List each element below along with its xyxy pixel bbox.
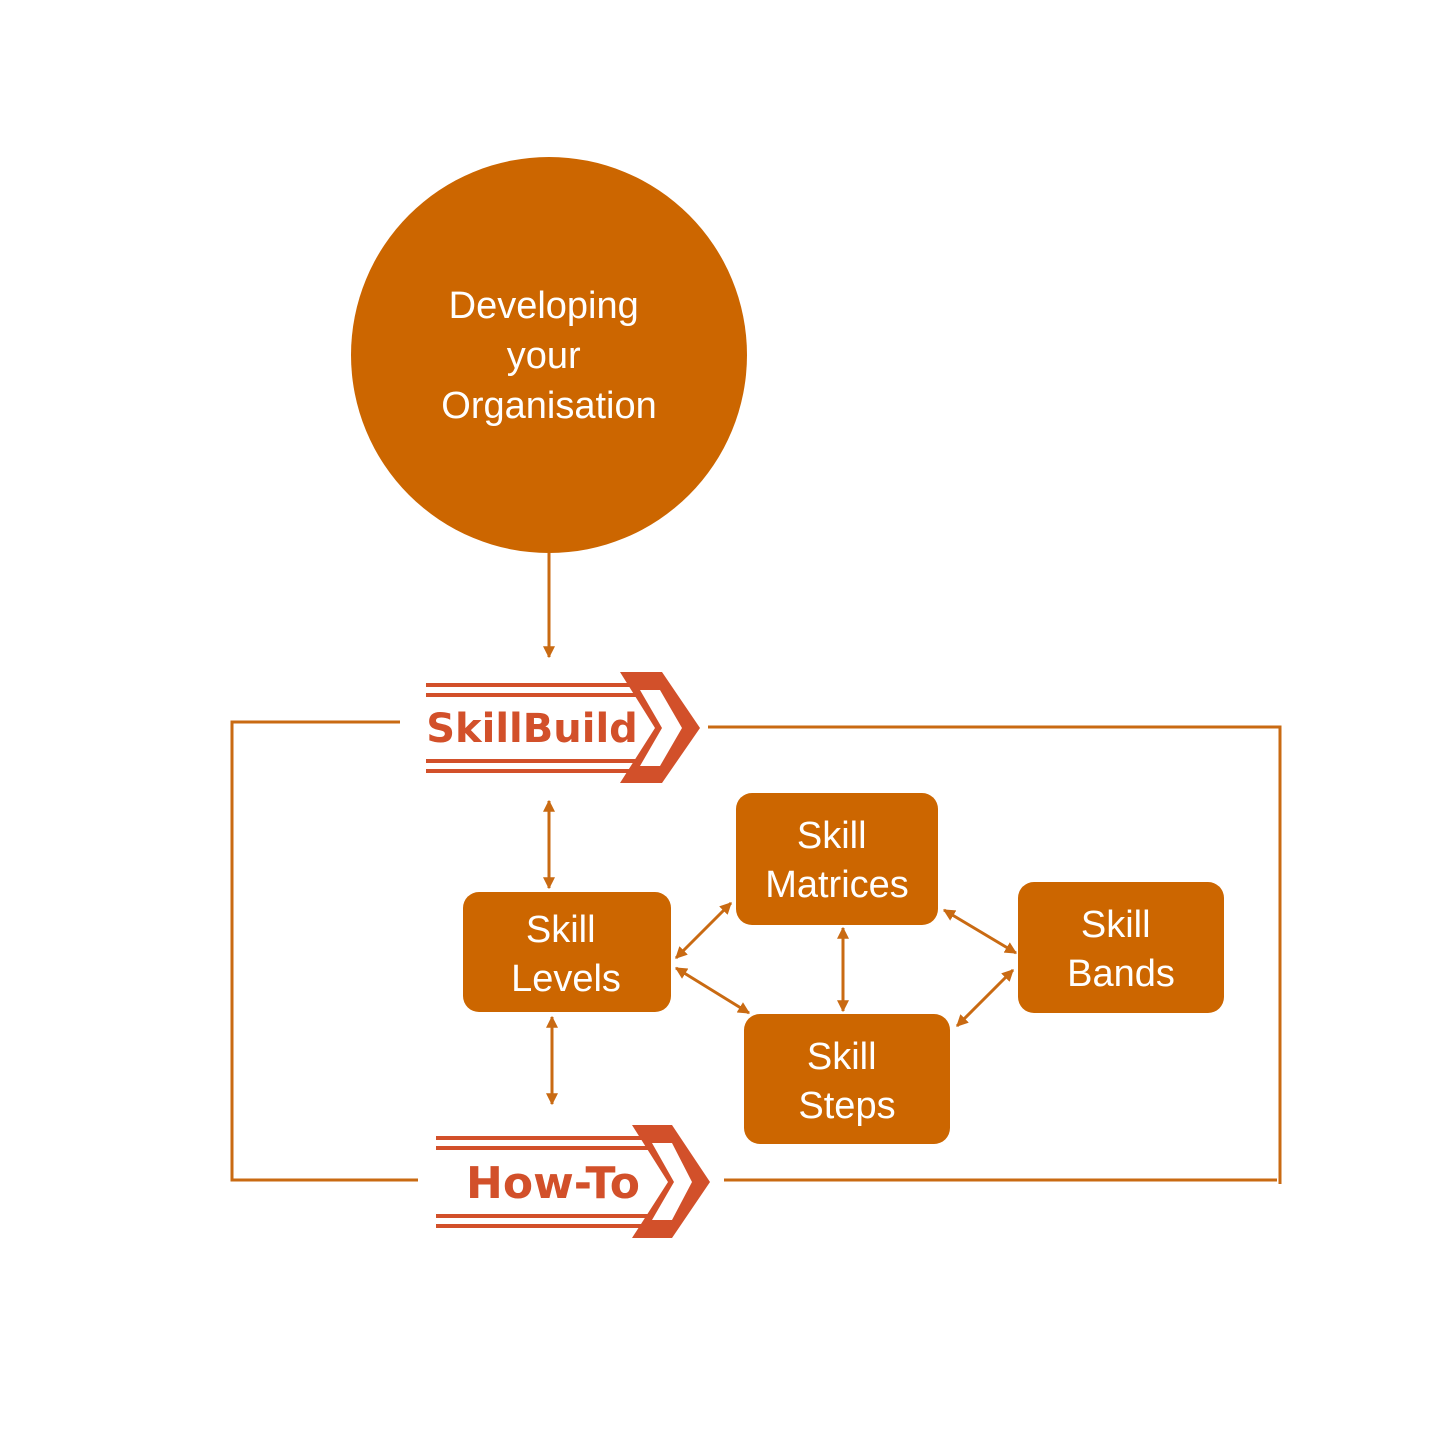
svg-text:Skill Matrices: Skill Matrices <box>765 815 909 906</box>
node-connectors <box>543 799 1018 1106</box>
svg-text:Developing your Or: Developing your Organisation <box>441 285 656 427</box>
outer-loop-frame <box>230 720 1282 1184</box>
arrow-levels-steps <box>674 966 751 1015</box>
skill-levels-node: Skill Levels <box>463 892 671 1012</box>
howto-logo-text: How-To <box>466 1158 640 1209</box>
skill-steps-line-1: Skill <box>807 1036 877 1078</box>
skillbuild-logo-text: SkillBuild <box>426 706 638 752</box>
svg-text:Skill Bands: Skill Bands <box>1067 904 1175 995</box>
svg-text:Skill Steps: Skill Steps <box>798 1036 895 1127</box>
circle-line-3: Organisation <box>441 385 656 427</box>
skill-levels-line-2: Levels <box>511 958 621 1000</box>
circle-line-2: your <box>507 335 581 377</box>
svg-text:Skill Levels: Skill Levels <box>511 909 621 1000</box>
skillbuild-logo: SkillBuild <box>426 672 700 783</box>
developing-organisation-node: Developing your Organisation <box>351 157 747 553</box>
skill-bands-line-1: Skill <box>1081 904 1151 946</box>
circle-line-1: Developing <box>449 285 639 327</box>
skill-matrices-line-2: Matrices <box>765 864 909 906</box>
skill-steps-node: Skill Steps <box>744 1014 950 1144</box>
skill-steps-line-2: Steps <box>798 1085 895 1127</box>
howto-logo: How-To <box>436 1125 710 1238</box>
skill-matrices-node: Skill Matrices <box>736 793 938 925</box>
skill-bands-node: Skill Bands <box>1018 882 1224 1013</box>
skill-levels-line-1: Skill <box>526 909 596 951</box>
arrow-matrices-bands <box>942 908 1018 955</box>
skill-bands-line-2: Bands <box>1067 953 1175 995</box>
arrow-levels-matrices <box>674 901 733 960</box>
skill-matrices-line-1: Skill <box>797 815 867 857</box>
arrow-bands-steps <box>955 968 1015 1028</box>
